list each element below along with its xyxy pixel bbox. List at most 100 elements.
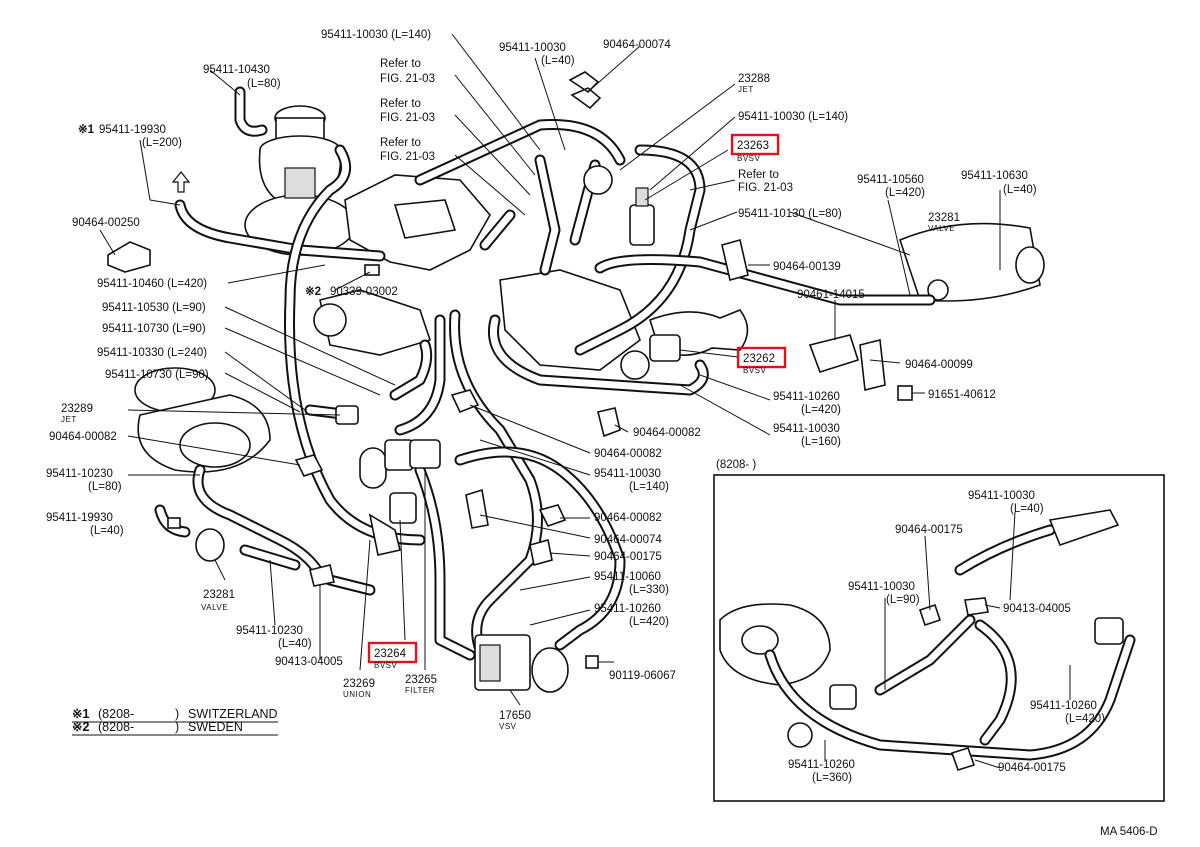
label-inset-95411-10260-360-len: (L=360) <box>812 772 852 784</box>
label-95411-10560: 95411-10560 <box>857 174 924 186</box>
footnote-1: ※1 (8208- ) SWITZERLAND <box>72 707 278 723</box>
label-90464-00082-center: 90464-00082 <box>594 448 662 460</box>
highlight-23262 <box>736 346 787 369</box>
label-mark1: ※1 <box>78 123 95 136</box>
label-95411-19930-len: (L=200) <box>142 137 182 149</box>
drawing-code: MA 5406-D <box>1100 826 1158 838</box>
label-95411-10560-len: (L=420) <box>885 187 925 199</box>
inset-drawing <box>719 509 1136 771</box>
label-95411-10730a: 95411-10730 (L=90) <box>102 323 206 335</box>
label-inset-95411-10260-420-len: (L=420) <box>1065 713 1105 725</box>
intake-manifold <box>319 174 749 371</box>
label-90339-03002: 90339-03002 <box>330 286 398 298</box>
label-23265: 23265 <box>405 674 437 686</box>
label-23265-sub: FILTER <box>405 686 435 695</box>
footnote-2-mark: ※2 <box>72 720 89 734</box>
label-95411-10130: 95411-10130 (L=80) <box>738 208 842 220</box>
label-90461-14015: 90461-14015 <box>797 289 865 301</box>
label-95411-10430: 95411-10430 <box>203 64 270 76</box>
label-95411-10230-b: 95411-10230 <box>236 625 303 637</box>
label-inset-95411-10260-420: 95411-10260 <box>1030 700 1097 712</box>
label-23263-sub: BVSV <box>737 154 761 163</box>
label-95411-10530: 95411-10530 (L=90) <box>102 302 206 314</box>
label-91651-40612: 91651-40612 <box>928 389 996 401</box>
label-95411-10230-len: (L=80) <box>88 481 122 493</box>
footnote-2-code: (8208- <box>98 720 134 734</box>
components <box>107 71 925 693</box>
label-17650-sub: VSV <box>499 722 517 731</box>
label-95411-10030-160: 95411-10030 <box>773 423 840 435</box>
label-95411-10230-b-len: (L=40) <box>278 638 312 650</box>
label-23269-sub: UNION <box>343 690 371 699</box>
label-95411-10030-140: 95411-10030 (L=140) <box>321 29 431 41</box>
highlight-23263 <box>730 133 780 156</box>
label-95411-10630: 95411-10630 <box>961 170 1028 182</box>
label-inset-title: (8208- ) <box>716 459 756 471</box>
label-23281-right: 23281 <box>928 212 960 224</box>
label-17650: 17650 <box>499 710 531 722</box>
footnote-1-mark: ※1 <box>72 707 89 721</box>
label-90464-00139: 90464-00139 <box>773 261 841 273</box>
label-inset-90464-00175-b: 90464-00175 <box>998 762 1066 774</box>
label-mark2: ※2 <box>305 285 321 298</box>
label-95411-10230: 95411-10230 <box>46 468 113 480</box>
footnote-1-code: (8208- <box>98 707 134 721</box>
label-90119-06067: 90119-06067 <box>609 670 676 682</box>
label-inset-95411-10260-360: 95411-10260 <box>788 759 855 771</box>
label-23262: 23262 <box>743 353 775 365</box>
label-90413-04005: 90413-04005 <box>275 656 343 668</box>
label-23289-sub: JET <box>61 415 77 424</box>
label-23288: 23288 <box>738 73 770 85</box>
label-23263: 23263 <box>737 140 769 152</box>
label-95411-10330: 95411-10330 (L=240) <box>97 347 207 359</box>
footnote-2-text: SWEDEN <box>188 720 243 734</box>
label-23264: 23264 <box>374 648 407 660</box>
label-90464-00082-left: 90464-00082 <box>49 431 117 443</box>
label-95411-10260-c: 95411-10260 <box>594 603 661 615</box>
inset-panel <box>713 474 1165 802</box>
label-refer-2a: Refer to <box>380 98 421 110</box>
label-23269: 23269 <box>343 678 375 690</box>
label-23281-left-sub: VALVE <box>201 603 228 612</box>
label-inset-90464-00175: 90464-00175 <box>895 524 963 536</box>
part-labels: 95411-10030 (L=140) 95411-10030 (L=40) 9… <box>46 29 1105 784</box>
label-95411-10430-len: (L=80) <box>247 78 281 90</box>
label-95411-10730b: 95411-10730 (L=90) <box>105 369 209 381</box>
label-90464-00099: 90464-00099 <box>905 359 973 371</box>
up-arrow-icon <box>171 171 191 193</box>
label-23262-sub: BVSV <box>743 366 767 375</box>
label-95411-10030-160-len: (L=160) <box>801 436 841 448</box>
label-95411-10030-140-r: 95411-10030 (L=140) <box>738 111 848 123</box>
label-95411-10060: 95411-10060 <box>594 571 661 583</box>
leader-lines <box>99 33 1071 769</box>
label-90464-00074-c: 90464-00074 <box>594 534 662 546</box>
label-23288-sub: JET <box>738 85 754 94</box>
label-90464-00175-c: 90464-00175 <box>594 551 662 563</box>
label-inset-95411-10030-90-len: (L=90) <box>886 594 920 606</box>
label-95411-10030-40-len: (L=40) <box>541 55 575 67</box>
label-refer-4a: Refer to <box>738 169 779 181</box>
label-90464-00082-c2: 90464-00082 <box>594 512 662 524</box>
highlight-23264 <box>367 641 418 664</box>
footnotes: ※1 (8208- ) SWITZERLAND ※2 (8208- ) SWED… <box>72 707 278 736</box>
footnote-1-text: SWITZERLAND <box>188 707 278 721</box>
label-90464-00250: 90464-00250 <box>72 217 140 229</box>
label-95411-10460: 95411-10460 (L=420) <box>97 278 207 290</box>
label-refer-2b: FIG. 21-03 <box>380 112 435 124</box>
label-95411-10260-r-len: (L=420) <box>801 404 841 416</box>
label-23281-right-sub: VALVE <box>928 224 955 233</box>
footnote-2-close: ) <box>175 720 179 734</box>
label-95411-19930: 95411-19930 <box>99 124 166 136</box>
label-23281-left: 23281 <box>203 589 235 601</box>
label-refer-1a: Refer to <box>380 58 421 70</box>
label-23264-sub: BVSV <box>374 661 398 670</box>
label-95411-10060-len: (L=330) <box>629 584 669 596</box>
label-95411-10030-40: 95411-10030 <box>499 42 566 54</box>
label-inset-90413-04005: 90413-04005 <box>1003 603 1071 615</box>
label-95411-10030-140-c: 95411-10030 <box>594 468 661 480</box>
label-inset-95411-10030: 95411-10030 <box>968 490 1035 502</box>
label-refer-4b: FIG. 21-03 <box>738 182 793 194</box>
label-95411-10630-len: (L=40) <box>1003 184 1037 196</box>
label-95411-19930-b-len: (L=40) <box>90 525 124 537</box>
